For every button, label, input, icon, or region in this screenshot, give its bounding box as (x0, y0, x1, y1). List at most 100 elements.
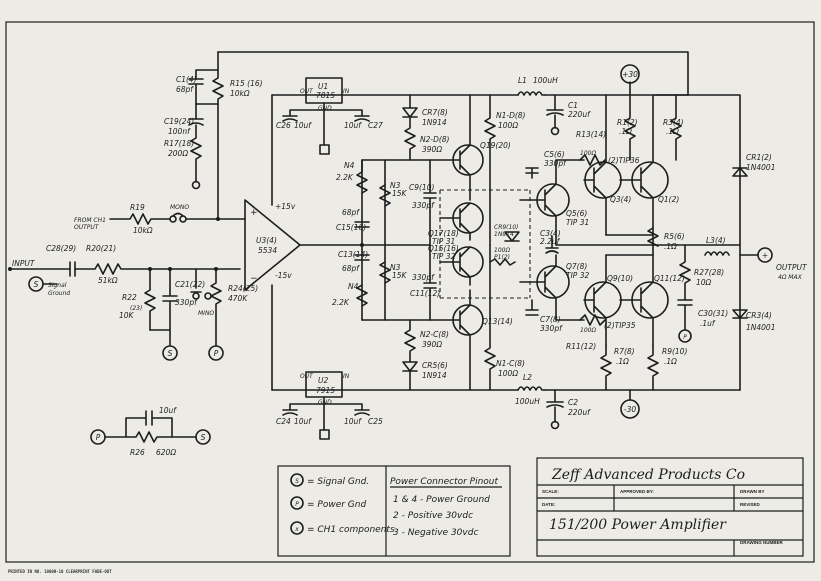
c2-ground (550, 420, 560, 430)
u1-gnd: GND (318, 105, 332, 112)
n1d-value: 100Ω (498, 121, 518, 130)
r17-ref: R17(18) (164, 139, 194, 148)
r19-value: 10kΩ (133, 226, 153, 235)
q17-ref: Q17(18) (428, 229, 459, 238)
r15-resistor (212, 51, 224, 220)
c24-ref: C24 (276, 417, 291, 426)
c19-r17-network (188, 103, 204, 183)
q7-part: TIP 32 (566, 271, 589, 280)
r27-ref: R27(28) (694, 268, 724, 277)
cr3-value: 1N4001 (746, 323, 775, 332)
cr5-value: 1N914 (422, 371, 447, 380)
p1-ref: P1(2) (494, 254, 510, 261)
q5-leads (519, 159, 585, 246)
u2-out: OUT (300, 373, 314, 380)
u1-caps (282, 102, 370, 146)
cr1-ref: CR1(2) (746, 153, 772, 162)
mino-jumper-b (204, 292, 212, 300)
q17-part: TIP 31 (432, 237, 455, 246)
q9-ref: Q9(10) (607, 274, 633, 283)
u3-part: 5534 (258, 246, 277, 255)
c3-value: 2.2uf (540, 237, 561, 246)
l2-value: 100uH (515, 397, 540, 406)
title-block-grid (537, 484, 803, 556)
from-ch1-label: FROM CH1 (74, 217, 106, 224)
c25-ref: C25 (368, 417, 383, 426)
n4a-ref: N4 (344, 161, 355, 170)
printer-footer: PRINTED IN NO. 1000H-10 CLEARPRINT FADE-… (8, 569, 112, 574)
c11-ref: C11(12) (410, 289, 440, 298)
approved-label: APPROVED BY: (620, 489, 654, 494)
mono-label: MONO (170, 204, 189, 211)
c1-ref: C1 (568, 101, 578, 110)
c7-ref: C7(8) (540, 315, 561, 324)
p1-value: 100Ω (494, 247, 510, 254)
r17-ground (191, 180, 201, 190)
legend-x-text: = CH1 components (307, 525, 395, 535)
c15-ref: C15(16) (336, 223, 366, 232)
mino-label: MINO (198, 310, 214, 317)
legend-s-sym: S (295, 478, 299, 485)
power-ground-r24 (208, 345, 224, 361)
power-ground-r24-p: P (214, 349, 219, 358)
pinout-line-1: 1 & 4 - Power Ground (393, 495, 490, 505)
pinout-line-3: 3 - Negative 30vdc (393, 528, 478, 538)
power-ground-r26-p: P (96, 433, 101, 442)
c1-ground (550, 126, 560, 136)
power-ground-zobel (678, 329, 692, 343)
signal-ground-s: S (34, 280, 39, 289)
r1-ref: R1(2) (617, 118, 638, 127)
scale-label: SCALE: (542, 489, 559, 494)
q1-ref: Q1(2) (658, 195, 679, 204)
r3-resistor (670, 94, 682, 161)
ladder-ties (361, 159, 431, 321)
c1-feedback-ref: C1(4) (176, 75, 197, 84)
date-label: DATE: (542, 502, 556, 507)
c27-value: 10uf (344, 121, 362, 130)
r11-resistor (579, 314, 606, 326)
p1-pot (489, 258, 516, 266)
c26-value: 10uf (294, 121, 312, 130)
u2-ground (319, 429, 330, 440)
c21-capacitor (162, 268, 178, 346)
u3-ref: U3(4) (256, 236, 277, 245)
r9-value: .1Ω (664, 357, 677, 366)
r26-value: 620Ω (156, 448, 176, 457)
legend-p-symbol (290, 496, 304, 510)
c2-capacitor (546, 389, 564, 423)
drawing-number-label: DRAWING NUMBER (740, 540, 783, 545)
output-sublabel: 4Ω MAX (778, 274, 803, 281)
r5-value: .1Ω (664, 242, 677, 251)
top-feedback-wire (217, 51, 689, 96)
n3a-resistor (379, 184, 391, 207)
l1-value: 100uH (533, 76, 558, 85)
c26-ref: C26 (276, 121, 291, 130)
r20-value: 51kΩ (98, 276, 118, 285)
n4b-resistor (356, 284, 368, 307)
q3-leads (583, 94, 607, 236)
n1c-value: 100Ω (498, 369, 518, 378)
legend-p-text: = Power Gnd (307, 500, 366, 510)
q13-ref: Q13(14) (482, 317, 513, 326)
r26-ref: R26 (130, 448, 145, 457)
r11-value: 100Ω (580, 327, 596, 334)
c9-value: 330pf (412, 201, 435, 210)
q9-leads (583, 254, 607, 346)
r24-resistor (210, 268, 222, 346)
signal-ground-label-2: Ground (48, 290, 70, 297)
q15-leads (439, 246, 471, 286)
r22-ref: R22 (122, 293, 137, 302)
from-ch1-label-2: OUTPUT (74, 224, 100, 231)
title-block (536, 457, 804, 557)
n3a-value: 15K (392, 189, 408, 198)
r22-resistor (144, 268, 156, 331)
legend-x-sym: x (294, 526, 299, 533)
n2d-value: 390Ω (422, 145, 442, 154)
c28-ref: C28(29) (46, 244, 76, 253)
mino-jumper-a (192, 292, 200, 300)
c9-capacitor (423, 159, 437, 246)
c27-ref: C27 (368, 121, 383, 130)
c13-ref: C13(14) (338, 250, 368, 259)
q5-part: TIP 31 (566, 218, 589, 227)
tip36-label: (2)TIP36 (608, 156, 640, 165)
